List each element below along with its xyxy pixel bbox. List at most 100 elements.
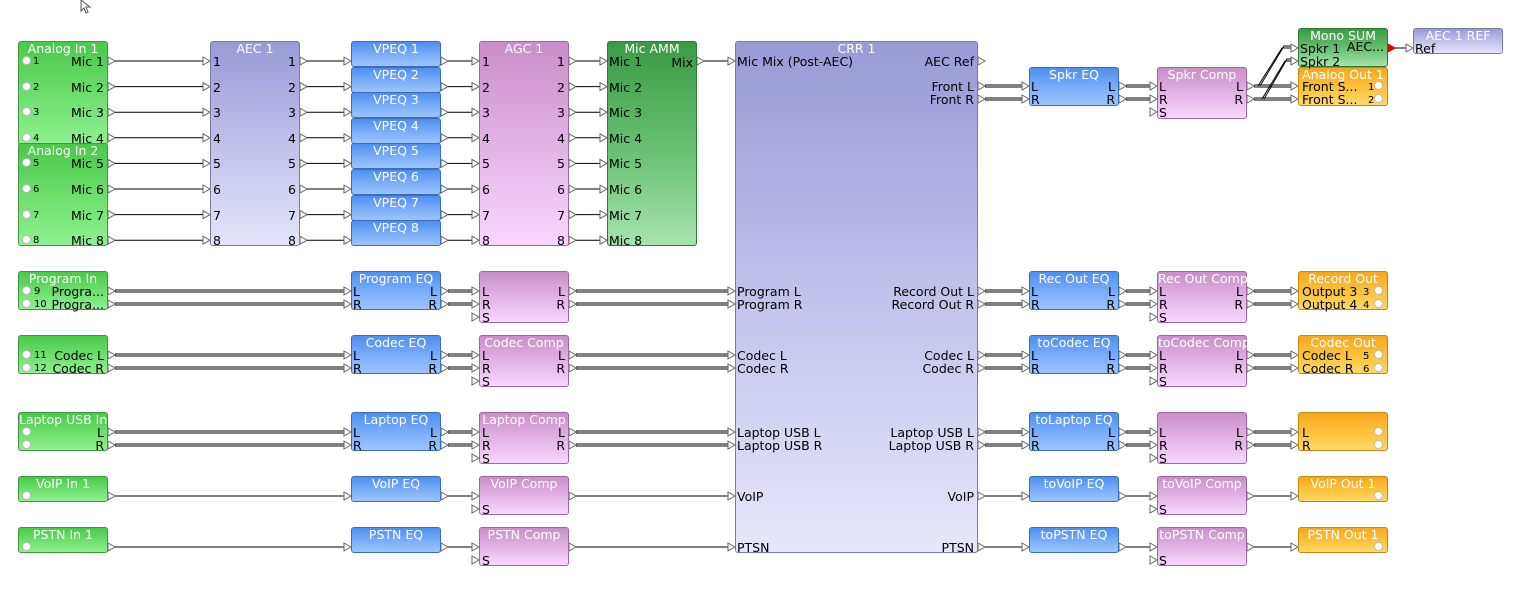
port-arrow-icon[interactable] [568, 286, 578, 296]
port-arrow-icon[interactable] [727, 286, 737, 296]
port-arrow-icon[interactable] [1290, 286, 1300, 296]
aec-1-block[interactable]: AEC 1 [210, 41, 300, 246]
port-arrow-icon[interactable] [471, 299, 481, 309]
port-arrow-icon[interactable] [107, 81, 117, 92]
port-arrow-icon[interactable] [977, 427, 987, 437]
port-arrow-icon[interactable] [1021, 350, 1031, 360]
port-arrow-icon[interactable] [1246, 440, 1256, 450]
channel-jack-icon[interactable] [22, 209, 31, 219]
port-arrow-icon[interactable] [471, 491, 481, 501]
port-arrow-icon[interactable] [727, 427, 737, 437]
channel-jack-icon[interactable] [22, 158, 31, 168]
port-arrow-icon[interactable] [1290, 363, 1300, 373]
port-arrow-icon[interactable] [440, 299, 450, 309]
tovoip-eq-block[interactable]: toVoIP EQ [1029, 476, 1119, 502]
port-arrow-icon[interactable] [1149, 504, 1159, 514]
rec-out-comp-block[interactable]: Rec Out Comp [1157, 271, 1248, 323]
port-arrow-icon[interactable] [471, 363, 481, 373]
port-arrow-icon[interactable] [1021, 542, 1031, 552]
voip-out-1-block[interactable]: VoIP Out 1 [1298, 476, 1388, 502]
port-arrow-icon[interactable] [1246, 491, 1256, 501]
port-arrow-icon[interactable] [1149, 376, 1159, 386]
port-arrow-icon[interactable] [977, 56, 987, 66]
laptop-usb-in-block[interactable]: Laptop USB In [18, 412, 108, 451]
port-arrow-icon[interactable] [1149, 491, 1159, 501]
port-arrow-icon[interactable] [1246, 94, 1256, 104]
port-arrow-icon[interactable] [568, 299, 578, 309]
port-arrow-icon[interactable] [440, 427, 450, 437]
port-arrow-icon[interactable] [568, 440, 578, 450]
port-arrow-icon[interactable] [471, 504, 481, 514]
port-arrow-icon[interactable] [343, 299, 353, 309]
port-arrow-icon[interactable] [599, 81, 609, 92]
rec-out-eq-block[interactable]: Rec Out EQ [1029, 271, 1119, 310]
voip-in-1-block[interactable]: VoIP In 1 [18, 476, 108, 502]
port-arrow-icon[interactable] [568, 542, 578, 552]
port-arrow-icon[interactable] [440, 363, 450, 373]
record-out-block[interactable]: Record Out [1298, 271, 1388, 310]
port-arrow-icon[interactable] [1149, 440, 1159, 450]
port-arrow-icon[interactable] [299, 235, 309, 246]
port-arrow-icon[interactable] [599, 132, 609, 143]
port-arrow-icon[interactable] [299, 107, 309, 118]
channel-jack-icon[interactable] [1374, 363, 1383, 372]
port-arrow-icon[interactable] [1290, 491, 1300, 501]
port-arrow-icon[interactable] [440, 286, 450, 296]
tocodec-eq-block[interactable]: toCodec EQ [1029, 335, 1119, 374]
port-arrow-icon[interactable] [107, 107, 117, 118]
port-arrow-icon[interactable] [1290, 56, 1300, 66]
port-arrow-icon[interactable] [568, 491, 578, 501]
pstn-comp-block[interactable]: PSTN Comp [479, 527, 569, 566]
channel-jack-icon[interactable] [1374, 542, 1383, 551]
agc-1-block[interactable]: AGC 1 [479, 41, 569, 246]
port-arrow-icon[interactable] [471, 132, 481, 143]
vpeq-3-block[interactable]: VPEQ 3 [351, 92, 441, 119]
port-arrow-icon[interactable] [107, 363, 117, 373]
vpeq-1-block[interactable]: VPEQ 1 [351, 41, 441, 67]
vpeq-8-block[interactable]: VPEQ 8 [351, 220, 441, 247]
port-arrow-icon[interactable] [471, 81, 481, 92]
port-arrow-icon[interactable] [1021, 427, 1031, 437]
port-arrow-icon[interactable] [1149, 555, 1159, 565]
port-arrow-icon[interactable] [1290, 43, 1300, 53]
port-arrow-icon[interactable] [107, 440, 117, 450]
port-arrow-icon[interactable] [471, 312, 481, 322]
port-arrow-icon[interactable] [727, 56, 737, 66]
port-arrow-icon[interactable] [1118, 440, 1128, 450]
codec-out-block[interactable]: Codec Out [1298, 335, 1388, 374]
port-arrow-icon[interactable] [977, 491, 987, 501]
port-arrow-icon[interactable] [440, 209, 450, 220]
port-arrow-icon[interactable] [471, 209, 481, 220]
vpeq-5-block[interactable]: VPEQ 5 [351, 143, 441, 170]
port-arrow-icon[interactable] [977, 299, 987, 309]
channel-jack-icon[interactable] [1374, 286, 1383, 295]
port-arrow-icon[interactable] [471, 286, 481, 296]
channel-jack-icon[interactable] [1374, 427, 1383, 436]
port-arrow-icon[interactable] [107, 209, 117, 220]
port-arrow-icon[interactable] [727, 491, 737, 501]
port-arrow-icon[interactable] [977, 94, 987, 104]
port-arrow-icon[interactable] [202, 235, 212, 246]
port-arrow-icon[interactable] [299, 81, 309, 92]
port-arrow-icon[interactable] [202, 132, 212, 143]
port-arrow-icon[interactable] [599, 184, 609, 194]
port-arrow-icon[interactable] [1149, 299, 1159, 309]
port-arrow-icon[interactable] [343, 56, 353, 66]
port-arrow-icon[interactable] [1118, 286, 1128, 296]
aec-1-ref-block[interactable]: AEC 1 REF [1413, 28, 1503, 54]
port-arrow-icon[interactable] [568, 427, 578, 437]
port-arrow-icon[interactable] [440, 542, 450, 552]
voip-comp-block[interactable]: VoIP Comp [479, 476, 569, 515]
port-arrow-icon[interactable] [1149, 350, 1159, 360]
port-arrow-icon[interactable] [568, 184, 578, 194]
port-arrow-icon[interactable] [107, 350, 117, 360]
wire[interactable] [1263, 58, 1291, 100]
port-arrow-icon[interactable] [727, 363, 737, 373]
port-arrow-icon[interactable] [1290, 542, 1300, 552]
channel-jack-icon[interactable] [22, 491, 31, 500]
spkr-eq-block[interactable]: Spkr EQ [1029, 67, 1119, 106]
port-arrow-icon[interactable] [299, 132, 309, 143]
channel-jack-icon[interactable] [1374, 299, 1383, 308]
channel-jack-icon[interactable] [22, 286, 31, 295]
